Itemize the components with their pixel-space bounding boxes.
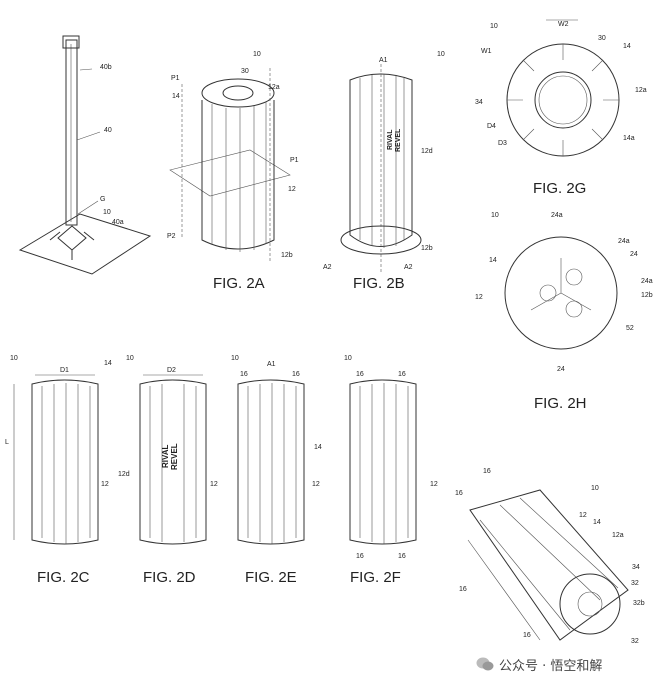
fig2c-title: FIG. 2C	[37, 569, 90, 586]
ref-16: 16	[523, 632, 531, 639]
ref-32: 32	[631, 638, 639, 645]
brand-revel: REVEL	[170, 443, 179, 470]
ref-P1: P1	[171, 75, 180, 82]
ref-10: 10	[490, 23, 498, 30]
ref-32b: 32b	[633, 600, 645, 607]
fig2h-title: FIG. 2H	[534, 395, 587, 412]
watermark: 公众号 · 悟空和解	[476, 654, 602, 674]
ref-14: 14	[172, 93, 180, 100]
fig2e-drawing	[237, 379, 305, 545]
fig2e-title: FIG. 2E	[245, 569, 297, 586]
ref-D4: D4	[487, 123, 496, 130]
ref-D3: D3	[498, 140, 507, 147]
wechat-icon	[476, 657, 494, 671]
ref-12d: 12d	[421, 148, 433, 155]
fig2f-drawing	[349, 379, 417, 545]
ref-24a: 24a	[618, 238, 630, 245]
fig2d-title: FIG. 2D	[143, 569, 196, 586]
ref-12: 12	[475, 294, 483, 301]
ref-34: 34	[632, 564, 640, 571]
fig2d-drawing: RIVAL REVEL	[139, 374, 207, 545]
ref-16: 16	[459, 586, 467, 593]
ref-12: 12	[430, 481, 438, 488]
ref-14: 14	[104, 360, 112, 367]
ref-16: 16	[292, 371, 300, 378]
ref-12: 12	[579, 512, 587, 519]
ref-P1: P1	[290, 157, 299, 164]
ref-40b: 40b	[100, 64, 112, 71]
isometric-drawing	[467, 489, 629, 641]
ref-52: 52	[626, 325, 634, 332]
ref-16: 16	[398, 553, 406, 560]
ref-14: 14	[489, 257, 497, 264]
ref-10: 10	[437, 51, 445, 58]
ref-24: 24	[557, 366, 565, 373]
ref-14: 14	[623, 43, 631, 50]
ref-16: 16	[356, 553, 364, 560]
ref-D2: D2	[167, 367, 176, 374]
fig2a-drawing	[169, 68, 291, 262]
ref-24a: 24a	[641, 278, 653, 285]
ref-G: G	[100, 196, 105, 203]
ref-14a: 14a	[623, 135, 635, 142]
ref-16: 16	[455, 490, 463, 497]
ref-16: 16	[483, 468, 491, 475]
ref-12b: 12b	[641, 292, 653, 299]
fig2f-title: FIG. 2F	[350, 569, 401, 586]
ref-12d: 12d	[118, 471, 130, 478]
ref-A2: A2	[404, 264, 413, 271]
ref-L: L	[5, 439, 9, 446]
fig2a-title: FIG. 2A	[213, 275, 265, 292]
ref-12: 12	[101, 481, 109, 488]
ref-12: 12	[210, 481, 218, 488]
fig2b-title: FIG. 2B	[353, 275, 405, 292]
ref-W2: W2	[558, 21, 569, 28]
ref-10: 10	[491, 212, 499, 219]
ref-12: 12	[312, 481, 320, 488]
ref-12a: 12a	[268, 84, 280, 91]
ref-12b: 12b	[281, 252, 293, 259]
ref-30: 30	[598, 35, 606, 42]
ref-10: 10	[344, 355, 352, 362]
ref-12a: 12a	[612, 532, 624, 539]
fig2g-drawing	[506, 19, 620, 157]
brand-rival: RIVAL	[387, 129, 394, 150]
ref-10: 10	[126, 355, 134, 362]
stand-drawing	[18, 35, 152, 275]
ref-P2: P2	[167, 233, 176, 240]
ref-30: 30	[241, 68, 249, 75]
ref-10: 10	[253, 51, 261, 58]
brand-rival: RIVAL	[161, 444, 170, 468]
ref-D1: D1	[60, 367, 69, 374]
ref-32: 32	[631, 580, 639, 587]
fig2c-drawing	[13, 374, 99, 545]
fig2h-drawing	[504, 236, 618, 350]
ref-A1: A1	[267, 361, 276, 368]
ref-14: 14	[593, 519, 601, 526]
ref-12: 12	[288, 186, 296, 193]
ref-24a: 24a	[551, 212, 563, 219]
ref-10: 10	[103, 209, 111, 216]
ref-40: 40	[104, 127, 112, 134]
fig2b-drawing: RIVAL REVEL	[340, 64, 422, 272]
ref-16: 16	[398, 371, 406, 378]
ref-10: 10	[10, 355, 18, 362]
ref-16: 16	[356, 371, 364, 378]
ref-16: 16	[240, 371, 248, 378]
ref-14: 14	[314, 444, 322, 451]
ref-12a: 12a	[635, 87, 647, 94]
brand-revel: REVEL	[395, 128, 402, 152]
ref-W1: W1	[481, 48, 492, 55]
ref-A1: A1	[379, 57, 388, 64]
ref-12b: 12b	[421, 245, 433, 252]
ref-24: 24	[630, 251, 638, 258]
ref-10: 10	[231, 355, 239, 362]
watermark-text: 公众号 · 悟空和解	[499, 658, 603, 674]
ref-34: 34	[475, 99, 483, 106]
ref-A2: A2	[323, 264, 332, 271]
ref-10: 10	[591, 485, 599, 492]
fig2g-title: FIG. 2G	[533, 180, 586, 197]
ref-40a: 40a	[112, 219, 124, 226]
